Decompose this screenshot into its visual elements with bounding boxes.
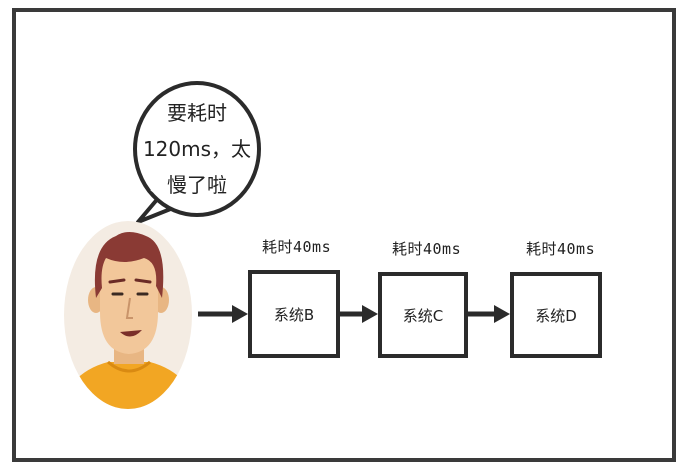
system-c-latency-label: 耗时40ms: [392, 240, 462, 258]
system-d-box: 系统D: [510, 272, 602, 358]
person-avatar: [64, 221, 192, 409]
speech-line-2: 120ms，太: [142, 137, 252, 161]
nose: [125, 297, 133, 319]
system-b-name: 系统B: [273, 305, 315, 324]
right-eyebrow: [134, 278, 152, 284]
system-d-name: 系统D: [535, 306, 577, 325]
flow-arrows: [198, 305, 510, 323]
system-b-latency-label: 耗时40ms: [262, 238, 332, 256]
speech-bubble: [133, 81, 261, 224]
hair: [94, 232, 164, 298]
speech-line-3: 慢了啦: [167, 173, 227, 197]
system-b-box: 系统B: [248, 270, 340, 358]
speech-bubble-body: [133, 81, 261, 217]
speech-bubble-text: 要耗时 120ms，太 慢了啦: [142, 95, 252, 203]
system-c-name: 系统C: [402, 306, 444, 325]
system-c-box: 系统C: [378, 272, 468, 358]
speech-line-1: 要耗时: [167, 101, 227, 125]
arrow-c-to-d: [468, 305, 510, 323]
arrow-b-to-c: [340, 305, 378, 323]
shirt-collar: [107, 360, 151, 373]
arrow-person-to-b: [198, 305, 248, 323]
left-eyebrow: [108, 278, 126, 284]
mouth: [120, 330, 142, 337]
system-d-latency-label: 耗时40ms: [526, 240, 596, 258]
